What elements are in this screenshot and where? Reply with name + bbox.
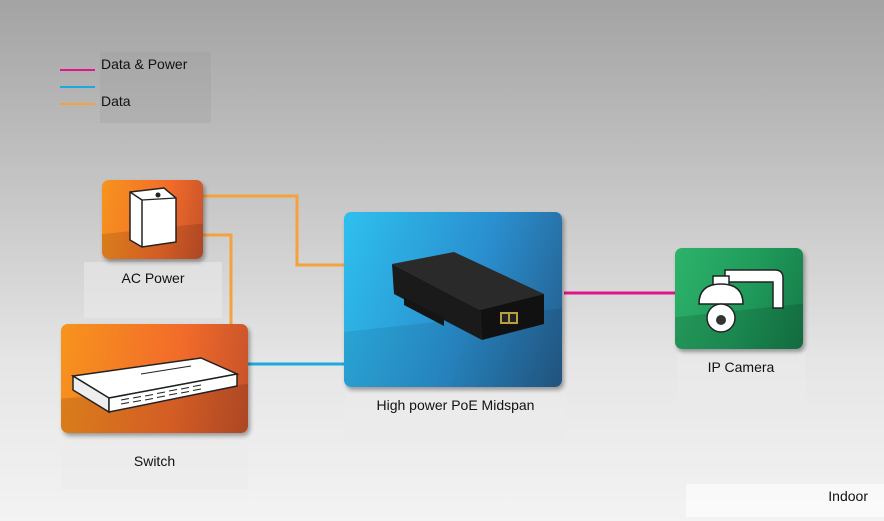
camera-node[interactable] [675, 248, 803, 349]
ac-to-switch-line [203, 233, 233, 324]
camera-label-box: IP Camera [677, 352, 805, 405]
switch-label-box: Switch [61, 437, 248, 489]
midspan-node[interactable] [344, 212, 562, 387]
legend-label-data-power: Data & Power [101, 56, 188, 72]
ac-power-label-box: AC Power [84, 262, 222, 318]
ac-power-node[interactable] [102, 180, 203, 259]
environment-label: Indoor [828, 488, 868, 504]
dome-camera-icon [698, 269, 784, 333]
poe-injector-icon [392, 252, 544, 340]
camera-label: IP Camera [707, 359, 775, 375]
midspan-label: High power PoE Midspan [376, 397, 535, 413]
legend-box [100, 52, 211, 123]
switch-node[interactable] [61, 324, 248, 433]
midspan-label-box: High power PoE Midspan [345, 392, 566, 443]
environment-box [686, 484, 884, 517]
ups-icon [129, 187, 177, 248]
network-switch-icon [70, 357, 240, 414]
legend-label-data: Data [101, 93, 131, 109]
switch-label: Switch [133, 453, 176, 469]
ac-to-midspan-line [203, 194, 344, 267]
ac-power-label: AC Power [121, 270, 185, 286]
